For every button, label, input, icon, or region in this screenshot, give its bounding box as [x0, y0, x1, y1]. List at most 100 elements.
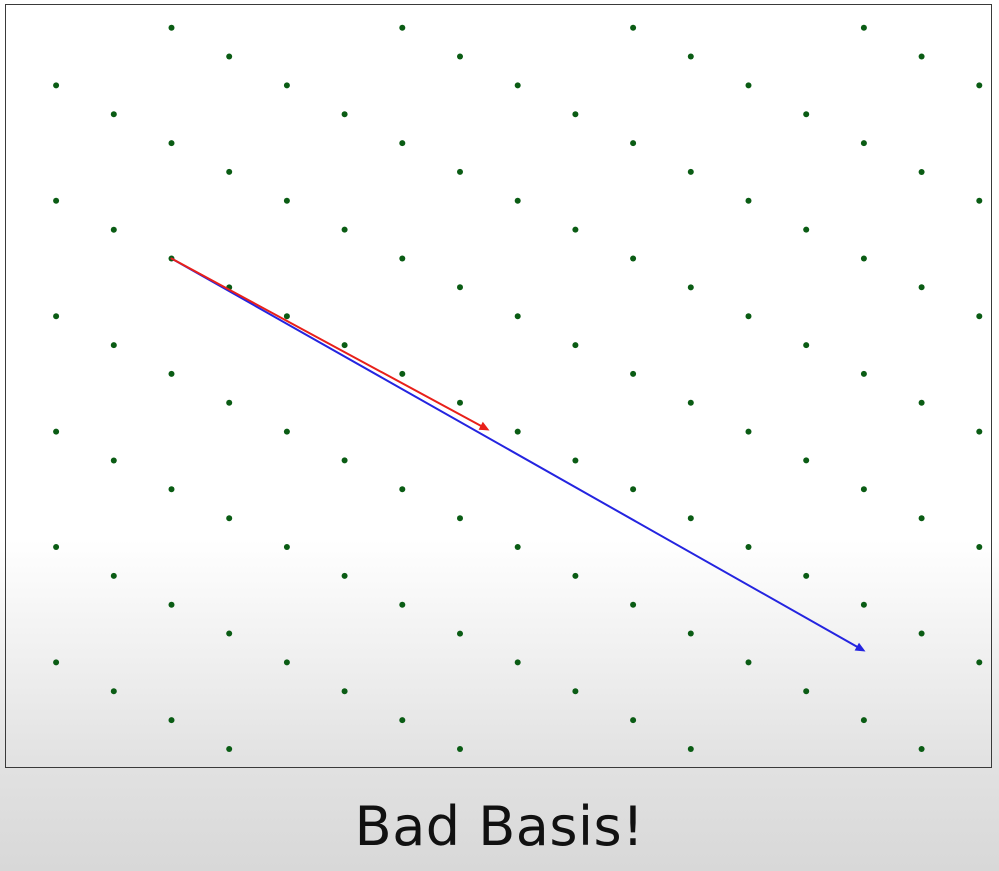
lattice-point [168, 24, 175, 31]
lattice-point [687, 515, 694, 522]
lattice-point [514, 313, 521, 320]
lattice-point [572, 342, 579, 349]
lattice-point [457, 284, 463, 291]
lattice-point [341, 111, 348, 118]
lattice-point [457, 630, 463, 637]
lattice-point [630, 24, 637, 31]
lattice-point [976, 659, 983, 666]
lattice-point [803, 688, 810, 695]
lattice-point [226, 630, 233, 637]
lattice-point [399, 24, 406, 31]
lattice-point [687, 630, 694, 637]
lattice-point [918, 630, 925, 637]
lattice-point [399, 255, 406, 262]
lattice-point [572, 226, 579, 233]
lattice-point [514, 544, 521, 550]
lattice-point [745, 659, 752, 666]
lattice-point [687, 53, 694, 60]
lattice-point [976, 313, 983, 320]
lattice-point [918, 53, 925, 60]
lattice-point [803, 226, 810, 233]
lattice-point [341, 226, 348, 233]
lattice-point [514, 428, 521, 435]
lattice-point [53, 428, 60, 435]
lattice-point [630, 486, 637, 493]
lattice-point [630, 370, 637, 377]
lattice-point [53, 82, 60, 89]
lattice-point [53, 197, 60, 204]
lattice-point [399, 486, 406, 493]
lattice-points [53, 24, 983, 752]
lattice-point [168, 486, 175, 493]
lattice-point [226, 746, 233, 752]
lattice-point [687, 746, 694, 752]
lattice-point [860, 717, 867, 724]
lattice-point [918, 515, 925, 522]
lattice-point [572, 572, 579, 579]
lattice-point [918, 399, 925, 406]
short-basis-vector-arrowhead [478, 421, 490, 431]
lattice-point [110, 572, 117, 579]
lattice-point [457, 746, 463, 752]
lattice-point [630, 601, 637, 608]
lattice-point [457, 53, 463, 60]
lattice-point [860, 24, 867, 31]
lattice-point [168, 717, 175, 724]
lattice-point [976, 428, 983, 435]
lattice-point [514, 197, 521, 204]
lattice-point [110, 457, 117, 464]
lattice-point [110, 226, 117, 233]
caption-text: Bad Basis! [354, 795, 645, 858]
lattice-point [53, 659, 60, 666]
lattice-point [630, 140, 637, 147]
lattice-point [283, 313, 290, 320]
lattice-point [110, 111, 117, 118]
lattice-point [572, 457, 579, 464]
lattice-point [341, 342, 348, 349]
lattice-point [226, 53, 233, 60]
lattice-point [745, 197, 752, 204]
lattice-point [803, 342, 810, 349]
lattice-point [687, 284, 694, 291]
lattice-point [860, 486, 867, 493]
lattice-point [283, 544, 290, 550]
lattice-point [226, 168, 233, 175]
lattice-point [283, 197, 290, 204]
lattice-point [399, 717, 406, 724]
lattice-point [168, 140, 175, 147]
lattice-point [514, 82, 521, 89]
lattice-point [745, 544, 752, 550]
lattice-point [918, 169, 925, 175]
lattice-point [976, 544, 983, 550]
lattice-point [226, 399, 233, 406]
lattice-point [860, 255, 867, 262]
lattice-point [803, 572, 810, 579]
lattice-point [745, 428, 752, 435]
lattice-point [630, 255, 637, 262]
lattice-point [860, 370, 867, 377]
lattice-point [803, 111, 810, 118]
lattice-point [457, 515, 463, 522]
lattice-point [745, 82, 752, 89]
lattice-point [283, 659, 290, 666]
lattice-point [110, 688, 117, 695]
lattice-point [976, 197, 983, 204]
lattice-point [168, 601, 175, 608]
lattice-point [53, 544, 60, 550]
lattice-point [918, 284, 925, 291]
lattice-point [399, 601, 406, 608]
lattice-plot [53, 24, 983, 752]
lattice-point [860, 601, 867, 608]
lattice-point [341, 688, 348, 695]
long-basis-vector-arrowhead [854, 642, 866, 652]
lattice-point [399, 140, 406, 147]
lattice-point [457, 399, 463, 406]
lattice-point [341, 457, 348, 464]
lattice-point [687, 399, 694, 406]
lattice-point [918, 746, 925, 752]
short-basis-vector [170, 257, 482, 427]
lattice-point [457, 168, 463, 175]
lattice-point [110, 342, 117, 349]
lattice-point [976, 82, 983, 89]
lattice-point [630, 717, 637, 724]
